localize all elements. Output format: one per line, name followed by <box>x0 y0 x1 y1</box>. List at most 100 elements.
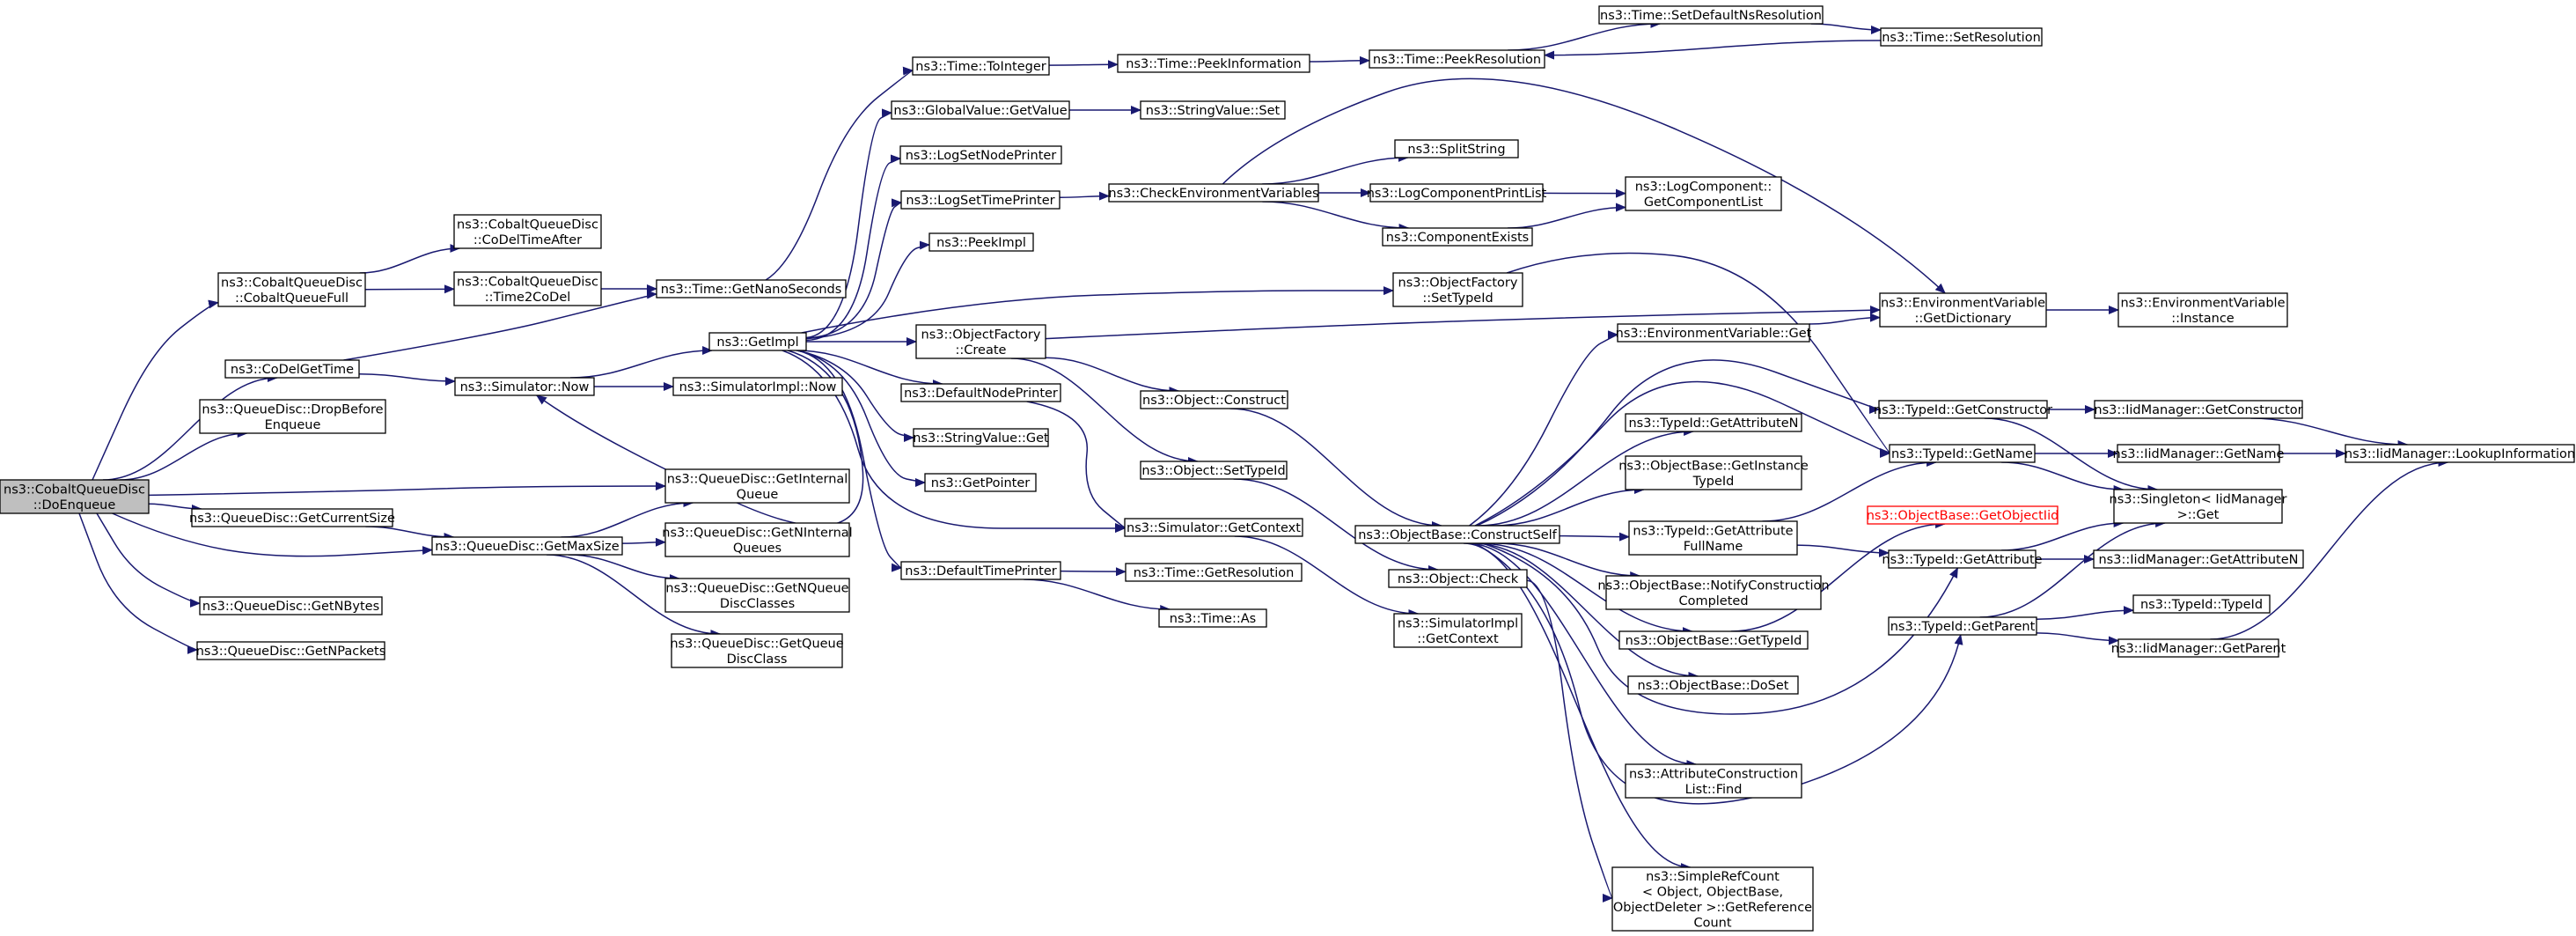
node-logsettimeprinter[interactable]: ns3::LogSetTimePrinter <box>900 190 1060 210</box>
nodes: ns3::CobaltQueueDisc::DoEnqueue ns3::Coba… <box>0 5 2575 932</box>
node-label: ns3::TypeId::GetAttributeN <box>1628 416 1798 431</box>
node-notifyconstructioncompleted[interactable]: ns3::ObjectBase::NotifyConstructionCompl… <box>1597 575 1830 610</box>
node-constructself[interactable]: ns3::ObjectBase::ConstructSelf <box>1354 525 1560 544</box>
edge-codelgettime-to-simnow <box>358 373 456 387</box>
node-box <box>2117 444 2280 463</box>
node-stringvalueget[interactable]: ns3::StringValue::Get <box>913 428 1049 447</box>
node-objectconstruct[interactable]: ns3::Object::Construct <box>1140 390 1288 409</box>
node-simnow[interactable]: ns3::Simulator::Now <box>454 377 595 396</box>
node-defaultnodeprinter[interactable]: ns3::DefaultNodePrinter <box>900 383 1061 402</box>
node-time2codel[interactable]: ns3::CobaltQueueDisc::Time2CoDel <box>453 271 602 306</box>
node-box <box>1889 444 2036 463</box>
node-getpointer[interactable]: ns3::GetPointer <box>924 473 1037 492</box>
node-tointeger[interactable]: ns3::Time::ToInteger <box>912 56 1050 76</box>
node-doenqueue[interactable]: ns3::CobaltQueueDisc::DoEnqueue <box>0 479 150 514</box>
node-label: ns3::EnvironmentVariable <box>1881 296 2045 310</box>
node-typeidgetconstructor[interactable]: ns3::TypeId::GetConstructor <box>1874 400 2052 419</box>
node-peekimpl[interactable]: ns3::PeekImpl <box>928 232 1034 252</box>
edge-constructself-to-typeidgetattributen <box>1477 427 1695 527</box>
node-checkenv[interactable]: ns3::CheckEnvironmentVariables <box>1108 183 1319 203</box>
node-box <box>1140 100 1286 120</box>
node-getimpl[interactable]: ns3::GetImpl <box>708 332 807 351</box>
node-objectcheck[interactable]: ns3::Object::Check <box>1388 569 1528 588</box>
node-iidmanagergetname[interactable]: ns3::IidManager::GetName <box>2113 444 2285 463</box>
node-box <box>1124 518 1303 537</box>
node-peekinformation[interactable]: ns3::Time::PeekInformation <box>1117 54 1310 73</box>
node-typeidgetname[interactable]: ns3::TypeId::GetName <box>1889 444 2036 463</box>
edge-objectcheck-to-simplerefcount <box>1526 579 1613 903</box>
node-label: ns3::Time::PeekResolution <box>1373 53 1541 67</box>
node-singletonget[interactable]: ns3::Singleton< IidManager>::Get <box>2110 489 2287 524</box>
node-box <box>1140 390 1288 409</box>
edge-iidmanagergetparent-to-lookupinformation <box>2210 458 2449 640</box>
node-setresolution[interactable]: ns3::Time::SetResolution <box>1880 27 2043 47</box>
node-defaulttimeprinter[interactable]: ns3::DefaultTimePrinter <box>900 561 1061 580</box>
node-typeidgetattribute[interactable]: ns3::TypeId::GetAttribute <box>1882 549 2043 569</box>
node-getnanoseconds[interactable]: ns3::Time::GetNanoSeconds <box>656 279 847 298</box>
node-getcurrentsize[interactable]: ns3::QueueDisc::GetCurrentSize <box>189 508 395 527</box>
node-objectsettypeid[interactable]: ns3::Object::SetTypeId <box>1140 461 1288 480</box>
node-typeidgetparent[interactable]: ns3::TypeId::GetParent <box>1888 616 2037 636</box>
edge-getattributefullname-to-typeidgetname <box>1762 458 1938 522</box>
node-simimplnow[interactable]: ns3::SimulatorImpl::Now <box>672 377 843 396</box>
edge-codelgettime-to-getnanoseconds <box>343 290 657 361</box>
node-getmaxsize[interactable]: ns3::QueueDisc::GetMaxSize <box>431 536 623 556</box>
node-iidmanagergetattributen[interactable]: ns3::IidManager::GetAttributeN <box>2093 549 2304 569</box>
node-iidmanagergetparent[interactable]: ns3::IidManager::GetParent <box>2111 638 2286 658</box>
node-box <box>664 522 850 557</box>
node-globalvalueget[interactable]: ns3::GlobalValue::GetValue <box>891 100 1070 120</box>
edge-setresolution-to-peekresolution <box>1544 40 1882 60</box>
node-timeas[interactable]: ns3::Time::As <box>1158 608 1267 628</box>
node-simgetcontext[interactable]: ns3::Simulator::GetContext <box>1124 518 1303 537</box>
node-box <box>928 232 1034 252</box>
node-timegetresolution[interactable]: ns3::Time::GetResolution <box>1125 563 1303 582</box>
node-getobjectiid[interactable]: ns3::ObjectBase::GetObjectIid <box>1867 505 2059 525</box>
node-box <box>672 377 843 396</box>
node-simplerefcount[interactable]: ns3::SimpleRefCount< Object, ObjectBase,… <box>1611 866 1814 932</box>
node-codelgettime[interactable]: ns3::CoDelGetTime <box>224 359 360 379</box>
edge-constructself-to-typeidgetattribute <box>1482 542 1959 715</box>
node-getnpackets[interactable]: ns3::QueueDisc::GetNPackets <box>196 641 386 660</box>
node-objectbasedoset[interactable]: ns3::ObjectBase::DoSet <box>1627 675 1799 695</box>
node-envget[interactable]: ns3::EnvironmentVariable::Get <box>1616 323 1812 343</box>
node-splitstring[interactable]: ns3::SplitString <box>1394 139 1519 158</box>
node-box <box>1369 49 1545 69</box>
node-logsetnodeprinter[interactable]: ns3::LogSetNodePrinter <box>899 145 1062 165</box>
edge-peekresolution-to-setdefaultnsresolution <box>1508 19 1662 51</box>
node-setdefaultnsresolution[interactable]: ns3::Time::SetDefaultNsResolution <box>1598 5 1824 25</box>
node-getnbytes[interactable]: ns3::QueueDisc::GetNBytes <box>199 596 383 615</box>
node-objectfactorysettypeid[interactable]: ns3::ObjectFactory::SetTypeId <box>1392 272 1523 307</box>
node-label: ns3::CobaltQueueDisc <box>457 275 598 289</box>
edge-setdefaultnsresolution-to-setresolution <box>1810 23 1882 34</box>
node-envinstance[interactable]: ns3::EnvironmentVariable::Instance <box>2117 292 2288 328</box>
node-cobaltqueuefull[interactable]: ns3::CobaltQueueDisc::CobaltQueueFull <box>217 272 366 307</box>
node-iidmanagergetconstructor[interactable]: ns3::IidManager::GetConstructor <box>2094 400 2303 419</box>
node-envgetdictionary[interactable]: ns3::EnvironmentVariable::GetDictionary <box>1879 292 2047 328</box>
node-logcomponentprintlist[interactable]: ns3::LogComponentPrintList <box>1367 183 1547 203</box>
node-box <box>708 332 807 351</box>
node-getcomponentlist[interactable]: ns3::LogComponent::GetComponentList <box>1625 176 1782 211</box>
node-lookupinformation[interactable]: ns3::IidManager::LookupInformation <box>2345 444 2575 463</box>
node-typeidgetattributen[interactable]: ns3::TypeId::GetAttributeN <box>1625 413 1802 432</box>
node-box <box>1888 616 2037 636</box>
node-label: ns3::QueueDisc::GetQueue <box>670 637 843 651</box>
node-box <box>1625 455 1802 490</box>
node-typeidtypeid[interactable]: ns3::TypeId::TypeId <box>2132 594 2271 614</box>
node-componentexists[interactable]: ns3::ComponentExists <box>1382 227 1533 247</box>
node-objectfactorycreate[interactable]: ns3::ObjectFactory::Create <box>915 324 1046 359</box>
node-stringvalueset[interactable]: ns3::StringValue::Set <box>1140 100 1286 120</box>
node-codeltimeafter[interactable]: ns3::CobaltQueueDisc::CoDelTimeAfter <box>453 214 602 249</box>
node-label: ns3::CoDelGetTime <box>231 363 354 377</box>
node-objectbasegettypeid[interactable]: ns3::ObjectBase::GetTypeId <box>1618 630 1809 650</box>
node-label: ns3::QueueDisc::GetNPackets <box>196 645 386 659</box>
node-simimplgetcontext[interactable]: ns3::SimulatorImpl::GetContext <box>1393 613 1523 648</box>
node-peekresolution[interactable]: ns3::Time::PeekResolution <box>1369 49 1545 69</box>
